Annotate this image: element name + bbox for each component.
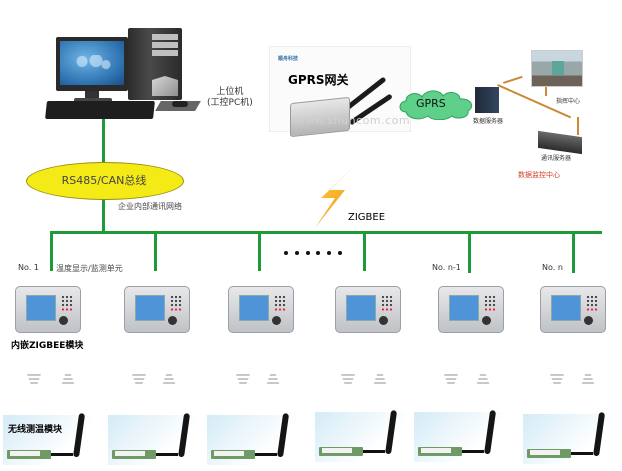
terminal-unit-3 [228, 286, 294, 333]
signal-down-icon [236, 374, 250, 386]
drop-line-1 [50, 231, 53, 271]
signal-down-icon [550, 374, 564, 386]
signal-down-icon [132, 374, 146, 386]
zigbee-label: ZIGBEE [348, 212, 386, 223]
bus-ellipse [26, 162, 184, 200]
signal-down-icon [341, 374, 355, 386]
embedded-zigbee-label: 内嵌ZIGBEE模块 [11, 341, 84, 351]
wireless-module-4 [315, 410, 405, 462]
world-map-icon [74, 55, 114, 71]
drop-line-2 [154, 231, 157, 271]
unit-label: 温度显示/监测单元 [56, 264, 123, 273]
network-label: 企业内部通讯网络 [118, 202, 182, 211]
link-line [577, 117, 579, 135]
comm-server-icon [538, 130, 582, 155]
node-label-n: No. n [542, 263, 563, 272]
dispatch-center-image [531, 50, 583, 87]
signal-up-icon [266, 374, 280, 386]
drop-line-3 [258, 231, 261, 271]
monitor-stand-base [74, 98, 112, 103]
wireless-module-2 [108, 413, 198, 465]
signal-down-icon [444, 374, 458, 386]
terminal-unit-6 [540, 286, 606, 333]
comm-server-label: 通讯服务器 [541, 155, 572, 162]
terminal-unit-1 [15, 286, 81, 333]
dispatch-center-label: 指挥中心 [556, 98, 581, 105]
gprs-cloud-label: GPRS [416, 97, 446, 110]
gprs-gateway-title: GPRS网关 [288, 73, 349, 87]
pc-tower-icon [128, 28, 182, 100]
pc-label-line2: (工控PC机) [207, 98, 253, 108]
drop-line-4 [363, 231, 366, 271]
link-line [503, 75, 523, 84]
data-server-label: 数据服务器 [473, 118, 504, 125]
wireless-module-1 [3, 413, 93, 465]
drop-line-6 [572, 231, 575, 273]
signal-up-icon [162, 374, 176, 386]
signal-up-icon [581, 374, 595, 386]
watermark: www.shuncom.com [296, 114, 411, 127]
wireless-module-label: 无线测温模块 [8, 425, 63, 435]
data-server-icon [475, 87, 499, 113]
monitor-stand [85, 91, 99, 99]
keyboard-icon [45, 101, 155, 119]
wireless-module-5 [414, 410, 504, 462]
terminal-unit-5 [438, 286, 504, 333]
node-label-1: No. 1 [18, 263, 39, 272]
wireless-module-3 [207, 413, 297, 465]
mouse-icon [172, 101, 188, 107]
drop-line-5 [468, 231, 471, 273]
signal-down-icon [27, 374, 41, 386]
horizontal-bus-line [50, 231, 602, 234]
link-line [545, 84, 547, 96]
terminal-unit-2 [124, 286, 190, 333]
pc-monitor [56, 37, 128, 91]
node-label-n-minus-1: No. n-1 [432, 263, 461, 272]
monitor-screen [60, 41, 124, 85]
monitor-center-label: 数据监控中心 [518, 171, 560, 179]
pc-label-line1: 上位机 [216, 87, 244, 97]
signal-up-icon [476, 374, 490, 386]
lightning-bolt-icon [315, 162, 359, 228]
ellipsis-dots [284, 251, 342, 255]
brand-logo: 顺舟科技 [278, 56, 299, 62]
pc-label: 上位机 (工控PC机) [207, 87, 253, 109]
gprs-cloud-icon [399, 90, 473, 120]
signal-up-icon [61, 374, 75, 386]
terminal-unit-4 [335, 286, 401, 333]
wireless-module-6 [523, 412, 613, 464]
signal-up-icon [373, 374, 387, 386]
bus-label: RS485/CAN总线 [61, 174, 147, 187]
